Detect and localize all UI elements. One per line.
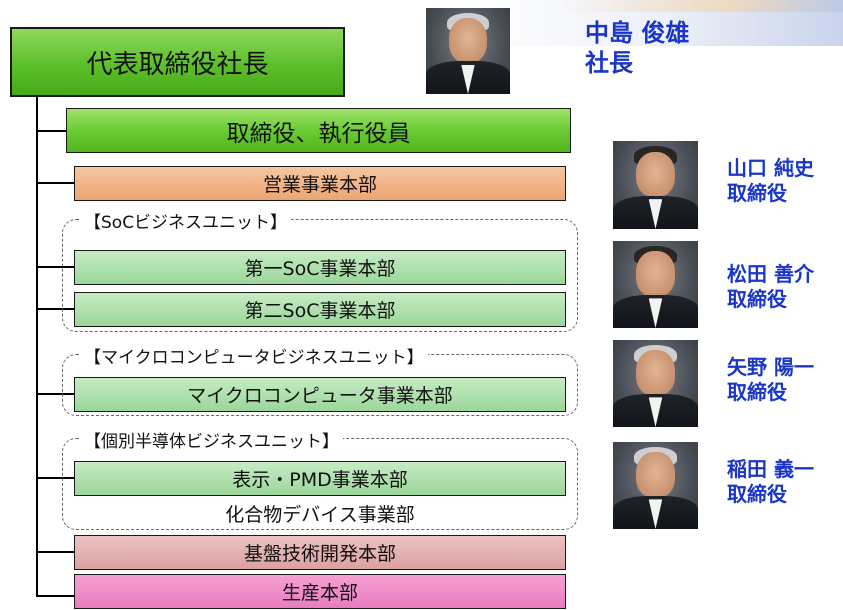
soc1-division-box: 第一SoC事業本部 — [74, 250, 566, 285]
sales-division-box: 営業事業本部 — [74, 166, 566, 201]
pmd-division-box: 表示・PMD事業本部 — [74, 461, 566, 496]
tree-trunk-line — [36, 97, 38, 597]
compound-device-division-label: 化合物デバイス事業部 — [225, 503, 415, 526]
portrait-photo — [613, 141, 698, 229]
person-title: 取締役 — [727, 287, 787, 311]
discrete-unit-label: 【個別半導体ビジネスユニット】 — [80, 427, 343, 452]
person-director-3: 矢野 陽一 取締役 — [727, 355, 814, 405]
person-name: 稲田 義一 — [727, 457, 814, 481]
branch-line-soc1 — [36, 266, 74, 268]
mcu-unit-label: 【マイクロコンピュータビジネスユニット】 — [80, 343, 428, 368]
person-director-2: 松田 善介 取締役 — [727, 262, 814, 312]
branch-line-sales — [36, 182, 74, 184]
ceo-box: 代表取締役社長 — [10, 27, 345, 97]
portrait-photo — [613, 340, 698, 427]
compound-device-division-box: 化合物デバイス事業部 — [74, 499, 566, 527]
seisan-division-box: 生産本部 — [74, 574, 566, 609]
header-accent — [560, 0, 843, 12]
person-title: 社長 — [585, 49, 633, 77]
portrait-photo — [613, 241, 698, 328]
seisan-division-label: 生産本部 — [281, 582, 358, 604]
mcu-division-label: マイクロコンピュータ事業本部 — [187, 385, 453, 407]
soc2-division-box: 第二SoC事業本部 — [74, 292, 566, 327]
branch-line-mcu — [36, 393, 74, 395]
mcu-division-box: マイクロコンピュータ事業本部 — [74, 377, 566, 412]
pmd-division-label: 表示・PMD事業本部 — [232, 469, 408, 491]
branch-line-pmd — [36, 477, 74, 479]
directors-label: 取締役、執行役員 — [226, 120, 411, 147]
kiban-division-box: 基盤技術開発本部 — [74, 535, 566, 570]
branch-line-kiban — [36, 551, 74, 553]
soc1-division-label: 第一SoC事業本部 — [244, 258, 396, 280]
directors-box: 取締役、執行役員 — [66, 108, 571, 153]
person-ceo: 中島 俊雄 社長 — [585, 18, 689, 78]
person-name: 矢野 陽一 — [727, 355, 814, 379]
portrait-photo — [426, 8, 510, 94]
branch-line-seisan — [36, 595, 74, 597]
sales-division-label: 営業事業本部 — [262, 174, 377, 196]
branch-line-directors — [36, 130, 66, 132]
person-director-1: 山口 純史 取締役 — [727, 156, 814, 206]
person-title: 取締役 — [727, 380, 787, 404]
person-title: 取締役 — [727, 482, 787, 506]
person-name: 山口 純史 — [727, 156, 814, 180]
person-name: 中島 俊雄 — [585, 19, 690, 47]
branch-line-soc2 — [36, 308, 74, 310]
soc-unit-label: 【SoCビジネスユニット】 — [80, 208, 292, 233]
kiban-division-label: 基盤技術開発本部 — [243, 543, 396, 565]
person-title: 取締役 — [727, 181, 787, 205]
ceo-label: 代表取締役社長 — [86, 49, 269, 80]
person-name: 松田 善介 — [727, 262, 814, 286]
soc-unit-group — [62, 219, 578, 332]
portrait-photo — [613, 442, 698, 529]
person-director-4: 稲田 義一 取締役 — [727, 457, 814, 507]
soc2-division-label: 第二SoC事業本部 — [244, 300, 396, 322]
